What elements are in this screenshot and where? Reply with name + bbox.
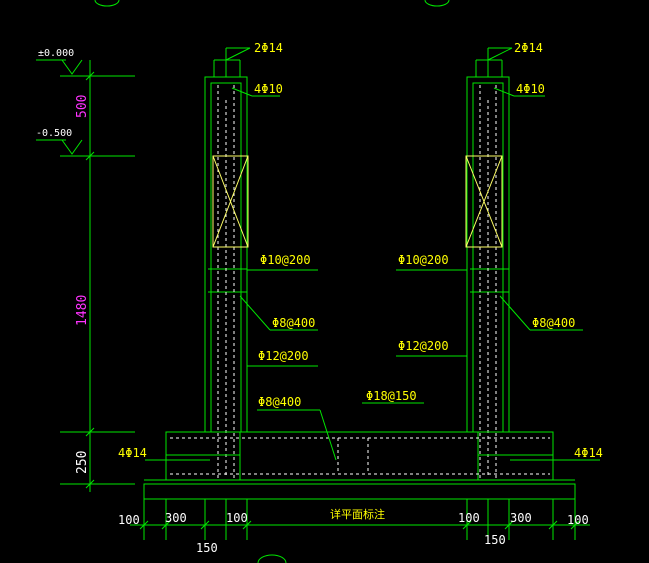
left-footing-label: 4Φ14 bbox=[118, 446, 147, 460]
center-note: 详平面标注 bbox=[330, 507, 385, 521]
dim-right-150: 150 bbox=[484, 533, 506, 547]
right-wall-rebar bbox=[479, 85, 497, 478]
right-box bbox=[465, 155, 503, 248]
slab-bottom-label: Φ18@150 bbox=[366, 389, 417, 403]
dim-left-300: 300 bbox=[165, 511, 187, 525]
left-tie-label: Φ8@400 bbox=[272, 316, 315, 330]
right-top-bar-label: 2Φ14 bbox=[514, 41, 543, 55]
horizontal-dim-text: 100 300 100 150 100 300 100 150 bbox=[118, 511, 589, 555]
right-wall bbox=[396, 47, 512, 433]
dim-right-300: 300 bbox=[510, 511, 532, 525]
leader-lines bbox=[145, 47, 600, 461]
left-wall-rebar bbox=[217, 85, 235, 478]
top-markers bbox=[94, 0, 450, 563]
dim-1480: 1480 bbox=[75, 295, 90, 326]
right-footing-label: 4Φ14 bbox=[574, 446, 603, 460]
left-stirrup-label: Φ10@200 bbox=[260, 253, 311, 267]
dim-left-100-inner: 100 bbox=[226, 511, 248, 525]
elevation-top-label: ±0.000 bbox=[38, 48, 74, 59]
elevation-labels: ±0.000 -0.500 bbox=[36, 48, 74, 139]
vertical-dims bbox=[36, 59, 135, 492]
base-slab bbox=[143, 431, 576, 500]
slab-tie-label: Φ8@400 bbox=[258, 395, 301, 409]
dim-left-150: 150 bbox=[196, 541, 218, 555]
left-box bbox=[212, 155, 249, 248]
dim-right-100-outer: 100 bbox=[567, 513, 589, 527]
vertical-dim-text: 500 1480 250 bbox=[75, 95, 90, 474]
left-horizontal-label: Φ12@200 bbox=[258, 349, 309, 363]
dim-right-100-inner: 100 bbox=[458, 511, 480, 525]
right-vertical-bars-label: 4Φ10 bbox=[516, 82, 545, 96]
right-stirrup-label: Φ10@200 bbox=[398, 253, 449, 267]
left-wall bbox=[204, 47, 318, 433]
right-horizontal-label: Φ12@200 bbox=[398, 339, 449, 353]
horizontal-dims bbox=[130, 499, 590, 540]
dim-250: 250 bbox=[75, 451, 90, 474]
elevation-mid-label: -0.500 bbox=[36, 128, 72, 139]
left-vertical-bars-label: 4Φ10 bbox=[254, 82, 283, 96]
dim-500: 500 bbox=[75, 95, 90, 118]
rebar-labels: 2Φ14 4Φ10 Φ10@200 Φ8@400 Φ12@200 4Φ14 2Φ… bbox=[118, 41, 603, 460]
slab-rebar bbox=[170, 437, 550, 475]
dim-left-100-outer: 100 bbox=[118, 513, 140, 527]
left-top-bar-label: 2Φ14 bbox=[254, 41, 283, 55]
right-tie-label: Φ8@400 bbox=[532, 316, 575, 330]
